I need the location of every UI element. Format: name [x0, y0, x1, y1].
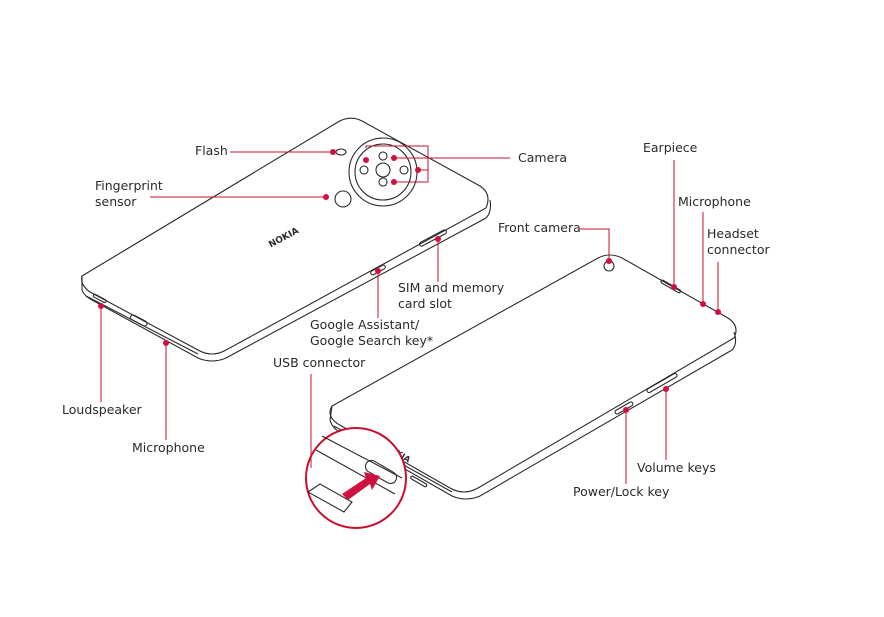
- label-line: Google Assistant/: [310, 317, 420, 332]
- label-front-camera: Front camera: [498, 220, 581, 235]
- label-microphone-bottom: Microphone: [132, 440, 205, 455]
- label-line: Headset: [707, 226, 759, 241]
- label-line: Google Search key*: [310, 333, 434, 348]
- label-microphone-top: Microphone: [678, 194, 751, 209]
- fingerprint-sensor: [334, 190, 352, 208]
- camera-module: [348, 137, 418, 207]
- label-line: SIM and memory: [398, 280, 505, 295]
- label-line: sensor: [95, 194, 137, 209]
- label-volume: Volume keys: [637, 460, 716, 475]
- arrow-icon: [342, 472, 380, 500]
- usb-inset: [305, 427, 407, 529]
- callouts: [98, 145, 721, 484]
- label-usb: USB connector: [273, 355, 366, 370]
- label-power: Power/Lock key: [573, 484, 670, 499]
- label-google-key: Google Assistant/Google Search key*: [310, 317, 433, 349]
- label-camera: Camera: [518, 150, 568, 165]
- label-earpiece: Earpiece: [643, 140, 698, 155]
- label-flash: Flash: [195, 143, 228, 158]
- label-line: card slot: [398, 296, 452, 311]
- label-line: Fingerprint: [95, 178, 163, 193]
- nokia-logo-back: NOKIA: [267, 226, 300, 250]
- label-line: connector: [707, 242, 770, 257]
- flash-led: [335, 148, 347, 156]
- label-loudspeaker: Loudspeaker: [62, 402, 142, 417]
